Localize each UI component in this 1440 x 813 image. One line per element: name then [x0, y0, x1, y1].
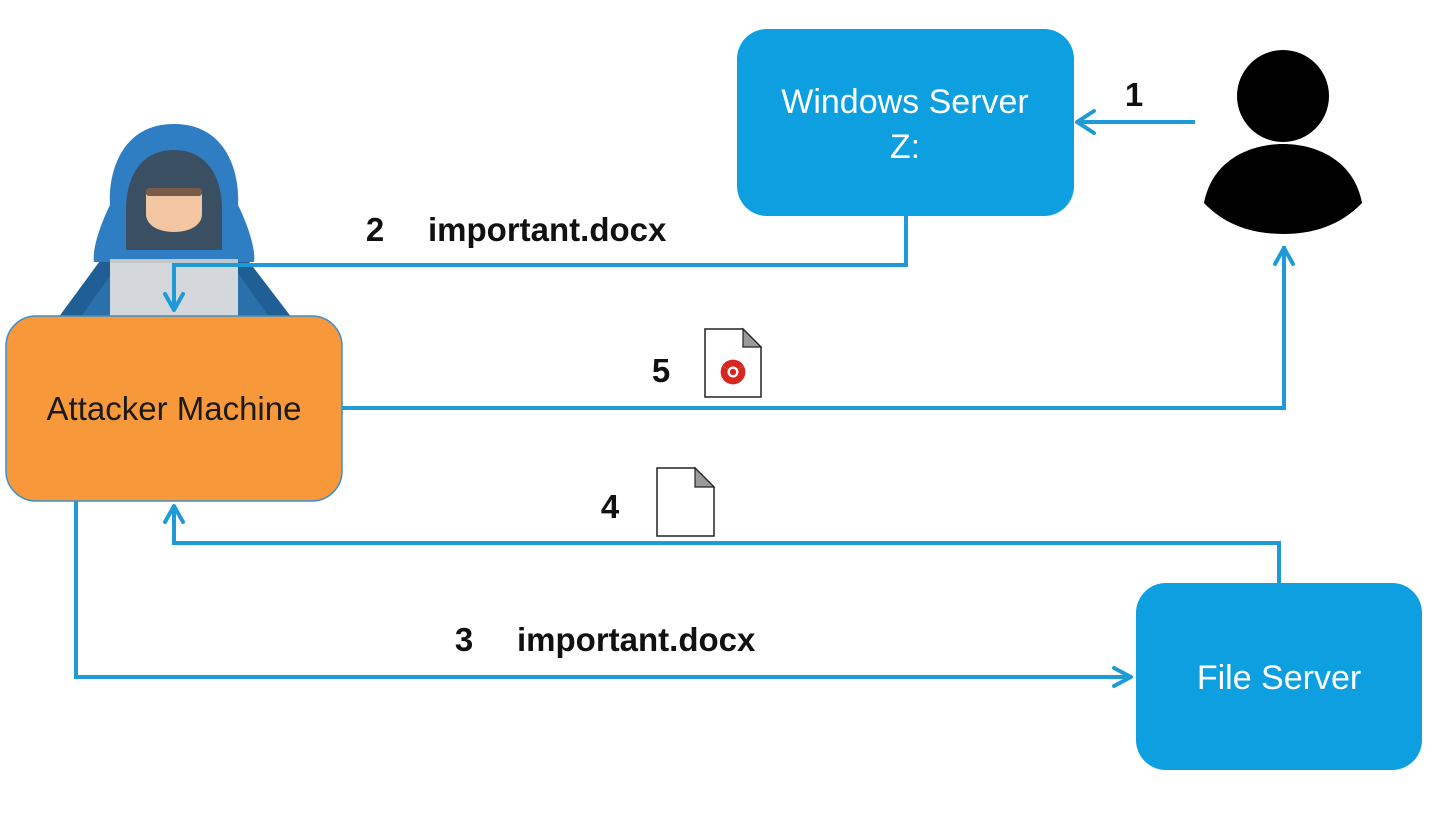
step-2-file-label: important.docx — [428, 211, 667, 248]
user-icon — [1204, 50, 1362, 234]
step-3-file-label: important.docx — [517, 621, 756, 658]
step-4-arrow — [163, 504, 1281, 583]
step-3-arrow — [74, 501, 1133, 688]
step-2-arrow — [163, 216, 908, 312]
file-server-label: File Server — [1197, 659, 1361, 697]
windows-server-drive-label: Z: — [890, 128, 920, 166]
step-1-arrow — [1075, 109, 1195, 135]
blank-document-icon — [656, 466, 716, 537]
step-2-number: 2 — [366, 211, 384, 248]
attacker-machine-node: Attacker Machine — [5, 315, 343, 502]
step-5-arrow — [342, 246, 1295, 410]
step-4-number: 4 — [601, 488, 620, 525]
windows-server-node: Windows Server Z: — [737, 29, 1074, 216]
step-3-number: 3 — [455, 621, 473, 658]
step-5-number: 5 — [652, 352, 670, 389]
file-server-node: File Server — [1136, 583, 1422, 770]
step-1-number: 1 — [1125, 76, 1143, 113]
radioactive-document-icon — [704, 327, 763, 398]
windows-server-label: Windows Server — [781, 83, 1029, 121]
attacker-machine-label: Attacker Machine — [47, 390, 302, 427]
